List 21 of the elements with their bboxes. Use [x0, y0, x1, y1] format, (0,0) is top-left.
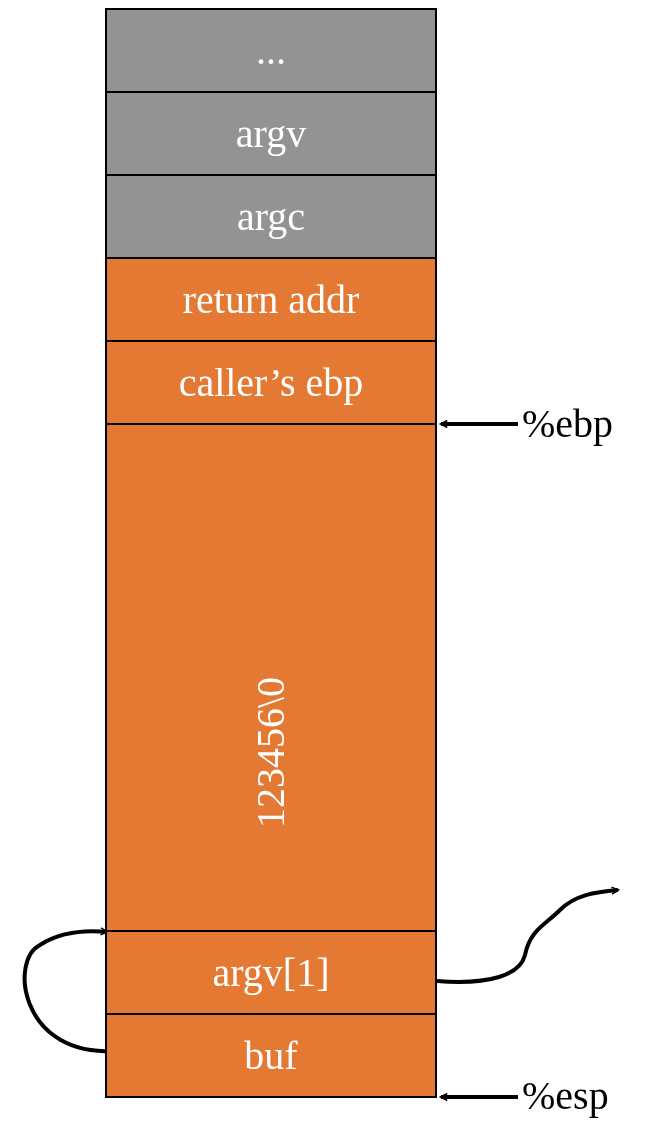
slot-label: argv[1] [212, 949, 330, 996]
arrow [439, 419, 518, 429]
stack-slot [105, 930, 437, 1015]
register-label: %ebp [522, 400, 614, 447]
slot-label: argc [236, 193, 306, 240]
slot-label: ... [256, 27, 286, 74]
arrow [436, 886, 620, 984]
slot-label: buf [244, 1032, 298, 1079]
register-label: %esp [522, 1072, 609, 1119]
stack-slot [105, 8, 437, 93]
stack-slot [105, 174, 437, 259]
slot-label: 123456\0 [247, 676, 295, 829]
stack-slot [105, 91, 437, 176]
stack-slot [105, 340, 437, 425]
slot-label: return addr [182, 276, 360, 323]
stack-slot [105, 257, 437, 342]
arrow [439, 1092, 518, 1102]
slot-label: caller’s ebp [178, 359, 364, 406]
slot-label: argv [235, 110, 307, 157]
stack-slot [105, 423, 437, 932]
stack-slot [105, 1013, 437, 1098]
